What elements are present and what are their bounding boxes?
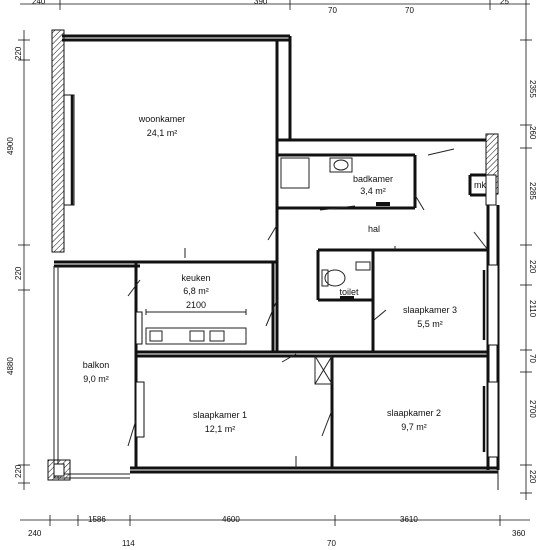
dim-top-3: 70 — [328, 6, 337, 15]
window-keuken — [135, 311, 143, 345]
dim-left-3: 220 — [14, 266, 23, 280]
dim-bottom-1: 240 — [28, 529, 42, 538]
room-area-woonkamer: 24,1 m² — [147, 128, 178, 138]
window-mk — [485, 174, 497, 206]
room-labels: woonkamer 24,1 m² badkamer 3,4 m² hal ke… — [83, 114, 487, 434]
dim-bottom-3: 4600 — [222, 515, 240, 524]
door-swings — [127, 148, 499, 490]
dim-left-5: 220 — [14, 464, 23, 478]
dim-left-4: 4880 — [6, 357, 15, 375]
room-area-keuken: 6,8 m² — [183, 286, 209, 296]
dim-right-6: 70 — [528, 354, 537, 363]
shaft — [314, 355, 333, 385]
outer-wall-left — [51, 29, 65, 253]
dim-top-5: 25 — [500, 0, 509, 6]
toilet-sink — [355, 261, 371, 271]
room-area-badkamer: 3,4 m² — [360, 186, 386, 196]
window-slaapkamer3 — [487, 264, 499, 346]
room-area-balkon: 9,0 m² — [83, 374, 109, 384]
room-name-slaapkamer1: slaapkamer 1 — [193, 410, 247, 420]
room-name-slaapkamer2: slaapkamer 2 — [387, 408, 441, 418]
room-name-toilet: toilet — [339, 287, 359, 297]
dimension-labels: 240 390 70 70 25 220 4900 220 4880 220 2… — [6, 0, 537, 548]
dim-right-7: 2700 — [528, 400, 537, 418]
shower — [280, 157, 310, 189]
dim-right-4: 220 — [528, 260, 537, 274]
room-area-slaapkamer2: 9,7 m² — [401, 422, 427, 432]
room-area-slaapkamer1: 12,1 m² — [205, 424, 236, 434]
dim-left-2: 4900 — [6, 137, 15, 155]
dim-right-3: 2285 — [528, 182, 537, 200]
window-slaapkamer1 — [135, 381, 145, 438]
window-slaapkamer2 — [487, 381, 499, 458]
fixtures — [145, 157, 390, 345]
room-name-badkamer: badkamer — [353, 174, 393, 184]
dim-bottom-4: 3610 — [400, 515, 418, 524]
dim-right-1: 2355 — [528, 80, 537, 98]
dim-right-2: 260 — [528, 126, 537, 140]
dim-bottom-2: 1586 — [88, 515, 106, 524]
toilet-bowl — [324, 269, 346, 287]
dim-top-1: 240 — [32, 0, 46, 6]
dim-left-1: 220 — [14, 46, 23, 60]
kitchen-counter-length: 2100 — [186, 300, 206, 310]
room-area-slaapkamer3: 5,5 m² — [417, 319, 443, 329]
dim-bottom-5: 360 — [512, 529, 526, 538]
dim-right-5: 2110 — [528, 300, 537, 318]
room-name-woonkamer: woonkamer — [138, 114, 186, 124]
meterkast-label: mk — [474, 180, 486, 190]
kitchen-counter — [145, 327, 247, 345]
room-name-slaapkamer3: slaapkamer 3 — [403, 305, 457, 315]
room-name-keuken: keuken — [181, 273, 210, 283]
dim-bottom-7: 70 — [327, 539, 336, 548]
room-name-balkon: balkon — [83, 360, 110, 370]
dim-right-8: 220 — [528, 470, 537, 484]
dim-bottom-6: 114 — [122, 539, 135, 548]
dimension-lines — [18, 0, 532, 526]
windows — [63, 94, 499, 458]
dim-top-4: 70 — [405, 6, 414, 15]
window-woonkamer — [63, 94, 75, 206]
bathroom-sink — [329, 157, 353, 173]
dim-top-2: 390 — [254, 0, 268, 6]
room-name-hal: hal — [368, 224, 380, 234]
